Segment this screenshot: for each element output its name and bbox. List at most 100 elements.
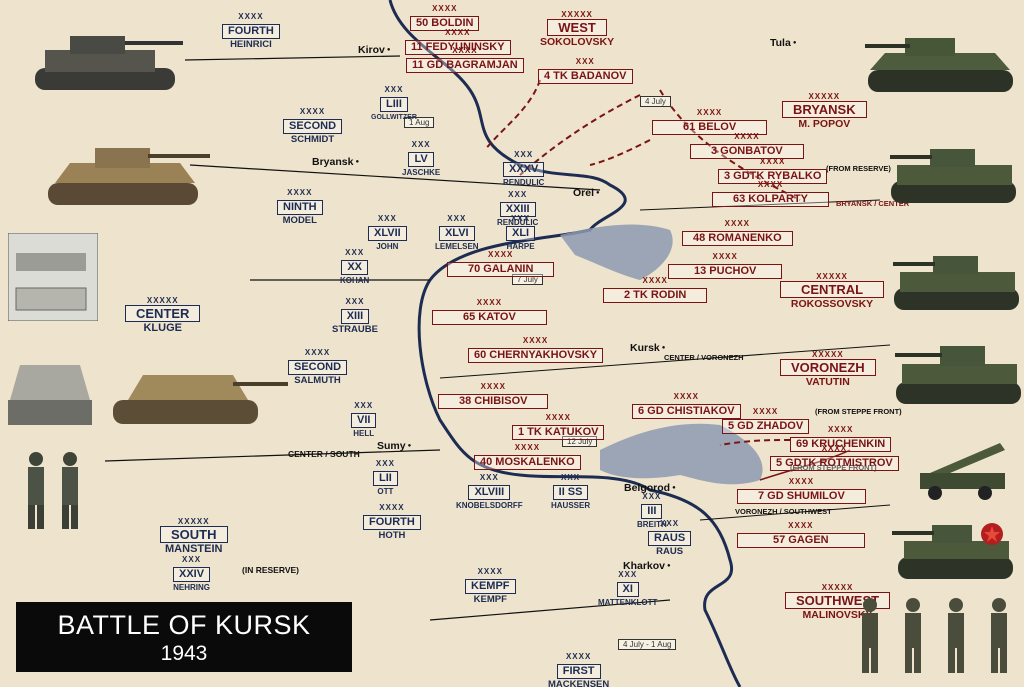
unit-size: XXX (354, 401, 374, 410)
unit-commander: JOHN (376, 242, 399, 251)
unit-size: XXX (345, 297, 365, 306)
unit-commander: KOHAN (340, 276, 370, 285)
ferdinand-front-icon (8, 365, 92, 425)
unit-name: 70 GALANIN (447, 262, 555, 277)
city-sumy: Sumy (377, 440, 411, 452)
boundary-bryansk-center (639, 199, 881, 211)
unit-size: XXX (345, 248, 365, 257)
unit-size: XXXX (696, 108, 723, 117)
unit-commander: KNOBELSDORFF (456, 501, 523, 510)
unit-commander: ROKOSSOVSKY (790, 298, 874, 310)
date-label: 4 July - 1 Aug (618, 639, 677, 650)
unit-commander: HARPE (506, 242, 535, 251)
unit-size: XXX (575, 57, 595, 66)
unit-size: XXXX (480, 382, 506, 391)
unit-size: XXXXX (811, 350, 844, 359)
city-tula: Tula (770, 37, 796, 49)
unit-size: XXXXX (816, 272, 848, 281)
title-year: 1943 (160, 642, 208, 665)
note-center-voronezh: CENTER / VORONEZH (664, 353, 744, 362)
date-label: 7 July (512, 274, 543, 285)
unit-commander: MODEL (282, 215, 317, 226)
kv1-tank-icon (890, 149, 1016, 203)
kv85-tank-icon (895, 346, 1021, 404)
unit-commander: BREITH (637, 520, 667, 529)
unit-name: 65 KATOV (432, 310, 547, 325)
note-from-steppe: (FROM STEPPE FRONT) (815, 407, 902, 416)
map-title: BATTLE OF KURSK 1943 (16, 602, 352, 672)
unit-size: XXXXX (808, 92, 841, 101)
boundary-voronezh-sw (699, 504, 891, 521)
unit-commander: STRAUBE (332, 324, 378, 335)
unit-size: XXXX (757, 180, 784, 189)
unit-size: XXX (377, 214, 397, 223)
attack-arrow-1 (484, 79, 541, 151)
note-center-south: CENTER / SOUTH (288, 449, 360, 459)
unit-size: XXXX (752, 407, 779, 416)
south-salient (600, 423, 763, 485)
city-orel: Orel (573, 187, 600, 199)
note-voronezh-southwest: VORONEZH / SOUTHWEST (735, 507, 832, 516)
unit-size: XXX (561, 473, 581, 482)
city-kirov: Kirov (358, 44, 390, 56)
attack-arrow-3 (659, 89, 801, 201)
unit-size: XXXXX (561, 10, 593, 19)
unit-name: XLVI (438, 226, 475, 241)
unit-size: XXXX (379, 503, 405, 512)
unit-name: 60 CHERNYAKHOVSKY (468, 348, 604, 363)
unit-name: LV (408, 152, 434, 167)
unit-name: VORONEZH (780, 359, 876, 376)
unit-name: 50 BOLDIN (410, 16, 480, 31)
unit-size: XXXX (827, 425, 854, 434)
unit-size: XXXX (821, 444, 848, 453)
unit-size: XXXXX (821, 583, 854, 592)
boundary-kharkov (429, 599, 671, 621)
unit-size: XXXX (514, 443, 541, 452)
unit-commander: RAUS (656, 546, 684, 557)
unit-size: XXX (411, 140, 431, 149)
attack-arrow-2 (519, 94, 641, 176)
unit-size: XXXX (445, 28, 471, 37)
unit-size: XXX (182, 555, 202, 564)
date-label: 1 Aug (404, 117, 435, 128)
date-label: 12 July (562, 436, 598, 447)
unit-name: SECOND (288, 360, 348, 375)
attack-arrow-4 (589, 139, 651, 166)
unit-commander: MATTENKLOTT (598, 598, 658, 607)
unit-size: XXXX (287, 188, 313, 197)
unit-name: 3 GDTK RYBALKO (718, 169, 828, 184)
unit-size: XXXX (476, 298, 503, 307)
ferdinand-tank-icon (113, 375, 288, 424)
unit-name: 6 GD CHISTIAKOV (632, 404, 741, 419)
unit-name: 3 GONBATOV (690, 144, 804, 159)
unit-name: SOUTH (160, 526, 228, 543)
unit-name: 40 MOSKALENKO (474, 455, 581, 470)
boundary-center-voronezh (439, 344, 891, 379)
unit-commander: KEMPF (473, 594, 507, 605)
unit-name: 48 ROMANENKO (682, 231, 793, 246)
